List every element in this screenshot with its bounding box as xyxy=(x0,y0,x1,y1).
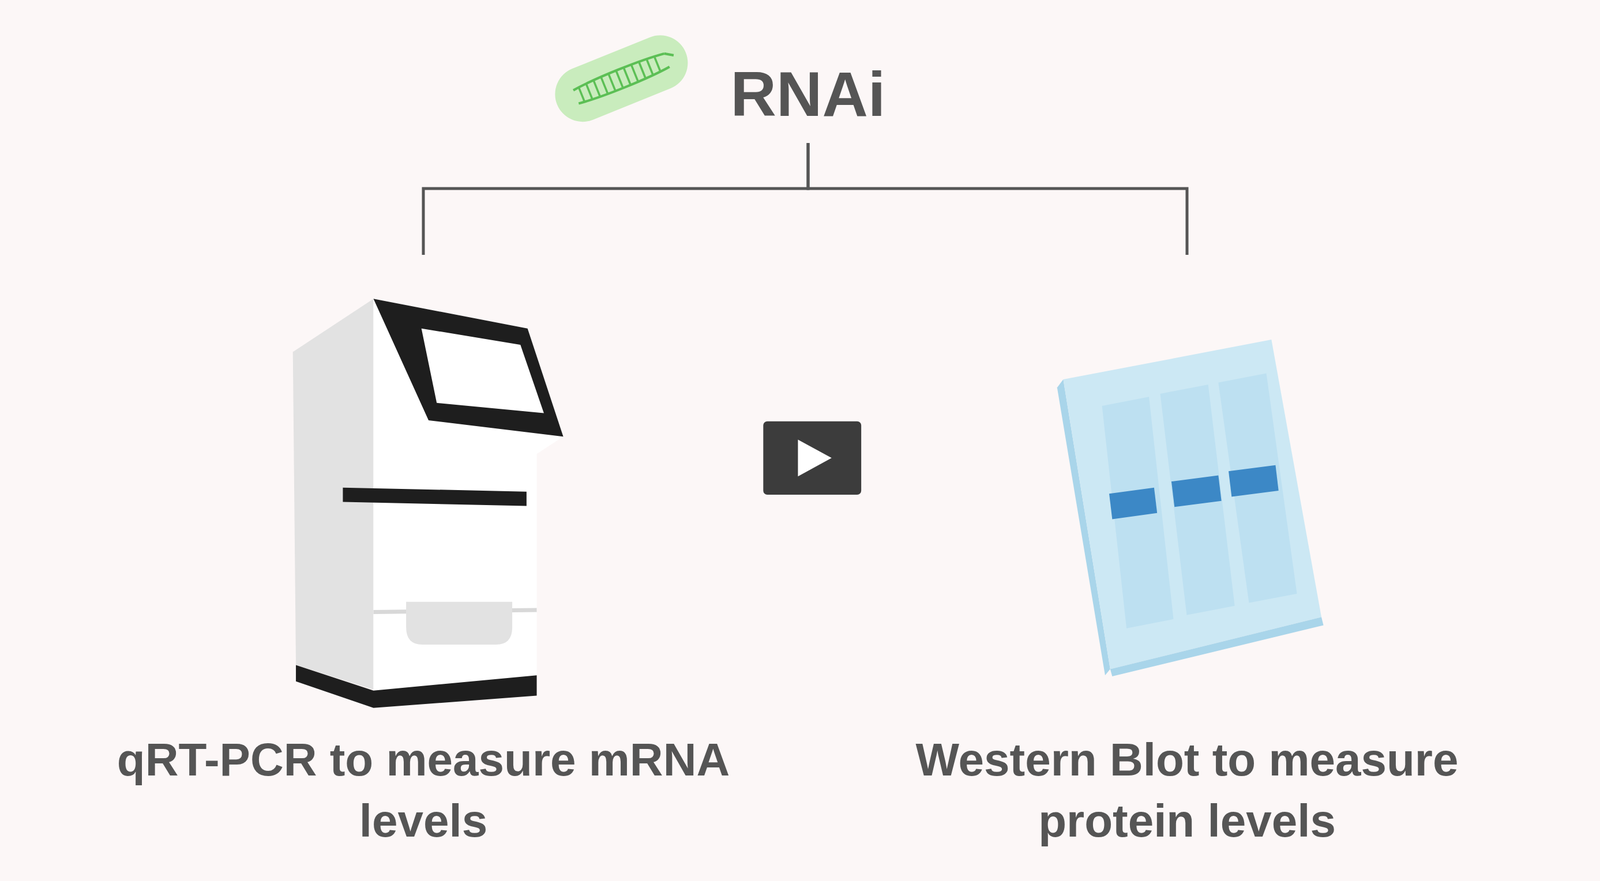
method-label: qRT-PCR to measure mRNA levels xyxy=(91,729,756,852)
method-node: qRT-PCR to measure mRNA levels xyxy=(91,254,756,852)
western-blot-gel xyxy=(1057,339,1324,677)
method-node: Western Blot to measure protein levels xyxy=(843,254,1531,852)
method-label: Western Blot to measure protein levels xyxy=(843,729,1531,852)
qpcr-machine xyxy=(293,298,564,708)
sirna-icon xyxy=(546,27,697,131)
play-button xyxy=(763,421,862,495)
bracket-connector xyxy=(423,143,809,255)
bracket-connector xyxy=(808,143,1188,255)
title-node: RNAi xyxy=(536,17,1080,144)
title-text: RNAi xyxy=(536,56,1080,132)
